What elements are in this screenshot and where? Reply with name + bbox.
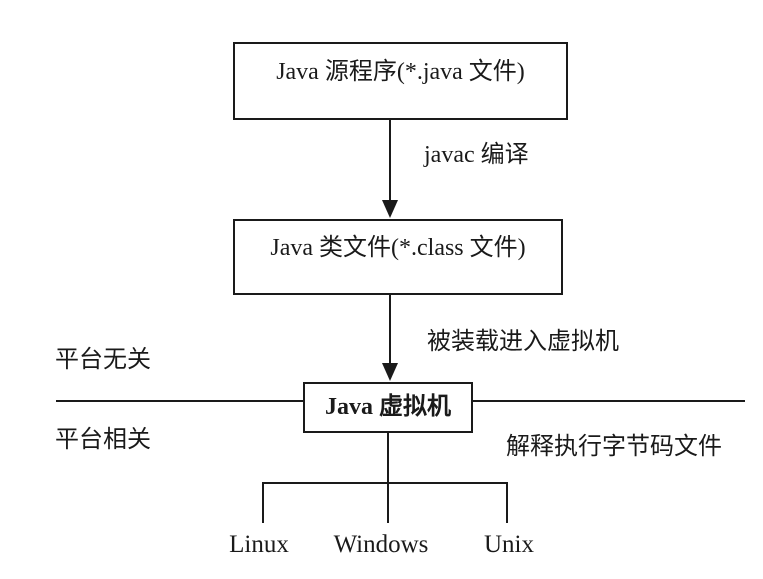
platform-label-linux: Linux [229, 531, 289, 558]
branch-stub-windows [387, 482, 389, 523]
arrow-load-label: 被装载进入虚拟机 [427, 329, 619, 355]
branch-bar-line [262, 482, 508, 484]
box-java-vm: Java 虚拟机 [303, 382, 473, 433]
branch-stem-line [387, 433, 389, 483]
box-java-class-file: Java 类文件(*.class 文件) [233, 219, 563, 295]
branch-stub-linux [262, 482, 264, 523]
arrow-down-head-icon [382, 200, 398, 218]
arrow-down-head-icon [382, 363, 398, 381]
box-java-vm-label: Java 虚拟机 [325, 394, 451, 421]
interpret-bytecode-label: 解释执行字节码文件 [506, 434, 722, 460]
platform-label-unix: Unix [484, 531, 534, 558]
arrow-compile-shaft [389, 120, 391, 201]
box-java-class-file-label: Java 类文件(*.class 文件) [270, 235, 526, 261]
box-java-source: Java 源程序(*.java 文件) [233, 42, 568, 120]
box-java-source-label: Java 源程序(*.java 文件) [276, 59, 525, 85]
platform-label-windows: Windows [333, 531, 429, 558]
branch-stub-unix [506, 482, 508, 523]
platform-independent-label: 平台无关 [55, 347, 151, 373]
platform-dependent-label: 平台相关 [55, 427, 151, 453]
arrow-load-shaft [389, 295, 391, 364]
arrow-compile-label: javac 编译 [424, 142, 529, 168]
